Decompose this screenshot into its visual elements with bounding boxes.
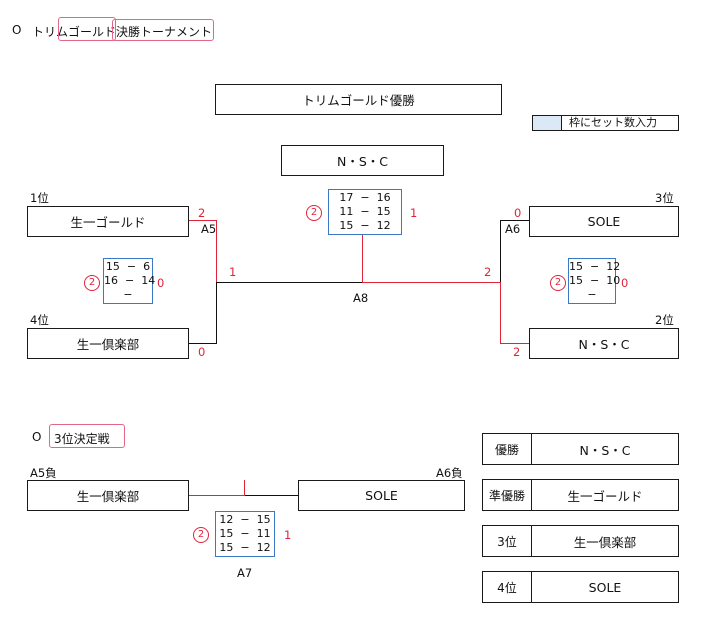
right-top-team: SOLE <box>529 206 679 237</box>
result-rank: 準優勝 <box>483 480 532 510</box>
left-score-panel: 15 − 6 16 − 14 − <box>103 258 156 304</box>
left-match-id: A5 <box>201 222 217 236</box>
left-set-1: 15 − 6 <box>105 260 151 273</box>
result-rank: 優勝 <box>483 434 532 464</box>
right-upper-vline <box>500 220 501 283</box>
title-highlight-1 <box>58 17 116 41</box>
left-lower-vline <box>216 282 217 344</box>
third-left-team: 生一倶楽部 <box>27 480 189 511</box>
right-top-seed: 3位 <box>655 191 674 205</box>
third-right-hline <box>245 495 298 496</box>
left-top-seed: 1位 <box>30 191 49 205</box>
page-title: トリムゴールド決勝トーナメント <box>32 25 213 39</box>
final-score-panel: 17 − 16 11 − 15 15 − 12 <box>328 189 402 235</box>
result-row: 4位 SOLE <box>482 571 679 603</box>
left-sets-right: 0 <box>157 276 165 290</box>
final-sets-left: 2 <box>306 205 322 221</box>
left-set-2: 16 − 14 <box>104 274 156 287</box>
right-set-2: 15 − 10 <box>569 274 621 287</box>
right-lower-vline <box>500 282 501 344</box>
left-set-3: − <box>123 288 133 301</box>
left-bottom-seed: 4位 <box>30 313 49 327</box>
final-stem <box>362 235 363 282</box>
champion-header: トリムゴールド優勝 <box>215 84 502 115</box>
final-right-line-val: 2 <box>484 265 492 279</box>
third-set-1: 12 − 15 <box>219 513 271 526</box>
right-score-panel: 15 − 12 15 − 10 − <box>568 258 621 304</box>
third-score-panel: 12 − 15 15 − 11 15 − 12 <box>215 511 275 557</box>
legend-text: 枠にセット数入力 <box>569 116 657 129</box>
right-bottom-hline <box>500 343 529 344</box>
result-team: 生一倶楽部 <box>573 534 637 550</box>
right-bottom-team: N・S・C <box>529 328 679 359</box>
third-set-3: 15 − 12 <box>219 541 271 554</box>
result-team: 生一ゴールド <box>567 488 643 504</box>
result-row: 準優勝 生一ゴールド <box>482 479 679 511</box>
legend-swatch <box>533 116 562 130</box>
third-set-2: 15 − 11 <box>219 527 271 540</box>
result-team: SOLE <box>588 579 622 595</box>
third-right-label: A6負 <box>436 466 463 480</box>
final-set-3: 15 − 12 <box>339 219 391 232</box>
left-upper-vline <box>216 220 217 283</box>
left-top-hline <box>189 220 217 221</box>
third-heading-highlight <box>49 424 125 448</box>
final-hline-right <box>362 282 500 283</box>
final-sets-right: 1 <box>410 206 418 220</box>
left-bottom-hline <box>189 343 217 344</box>
final-match-id: A8 <box>353 291 369 305</box>
result-row: 3位 生一倶楽部 <box>482 525 679 557</box>
left-bottom-sets: 0 <box>198 345 206 359</box>
right-set-3: − <box>587 288 597 301</box>
left-top-sets: 2 <box>198 206 206 220</box>
result-row: 優勝 N・S・C <box>482 433 679 465</box>
third-stem <box>244 480 245 496</box>
right-bottom-seed: 2位 <box>655 313 674 327</box>
final-set-2: 11 − 15 <box>339 205 391 218</box>
title-marker: O <box>12 23 22 37</box>
right-bottom-sets: 2 <box>513 345 521 359</box>
left-bottom-team: 生一倶楽部 <box>27 328 189 359</box>
left-sets-left: 2 <box>84 275 100 291</box>
third-heading-marker: O <box>32 430 42 444</box>
right-top-hline <box>500 220 529 221</box>
left-top-team: 生一ゴールド <box>27 206 189 237</box>
final-winner-box: N・S・C <box>281 145 444 176</box>
final-set-1: 17 − 16 <box>339 191 391 204</box>
result-rank: 3位 <box>483 526 532 556</box>
result-team: N・S・C <box>579 442 631 458</box>
final-left-line-val: 1 <box>229 265 237 279</box>
title-highlight-2 <box>112 19 214 41</box>
third-heading: 3位決定戦 <box>54 432 110 446</box>
right-sets-right: 0 <box>621 276 629 290</box>
result-rank: 4位 <box>483 572 532 602</box>
right-match-id: A6 <box>505 222 521 236</box>
third-match-id: A7 <box>237 566 253 580</box>
legend: 枠にセット数入力 <box>532 115 679 131</box>
third-right-team: SOLE <box>298 480 465 511</box>
right-set-1: 15 − 12 <box>569 260 621 273</box>
third-left-hline <box>189 495 245 496</box>
right-top-sets: 0 <box>514 206 522 220</box>
third-sets-right: 1 <box>284 528 292 542</box>
third-sets-left: 2 <box>193 527 209 543</box>
third-left-label: A5負 <box>30 466 57 480</box>
right-sets-left: 2 <box>550 275 566 291</box>
final-hline-left <box>217 282 363 283</box>
